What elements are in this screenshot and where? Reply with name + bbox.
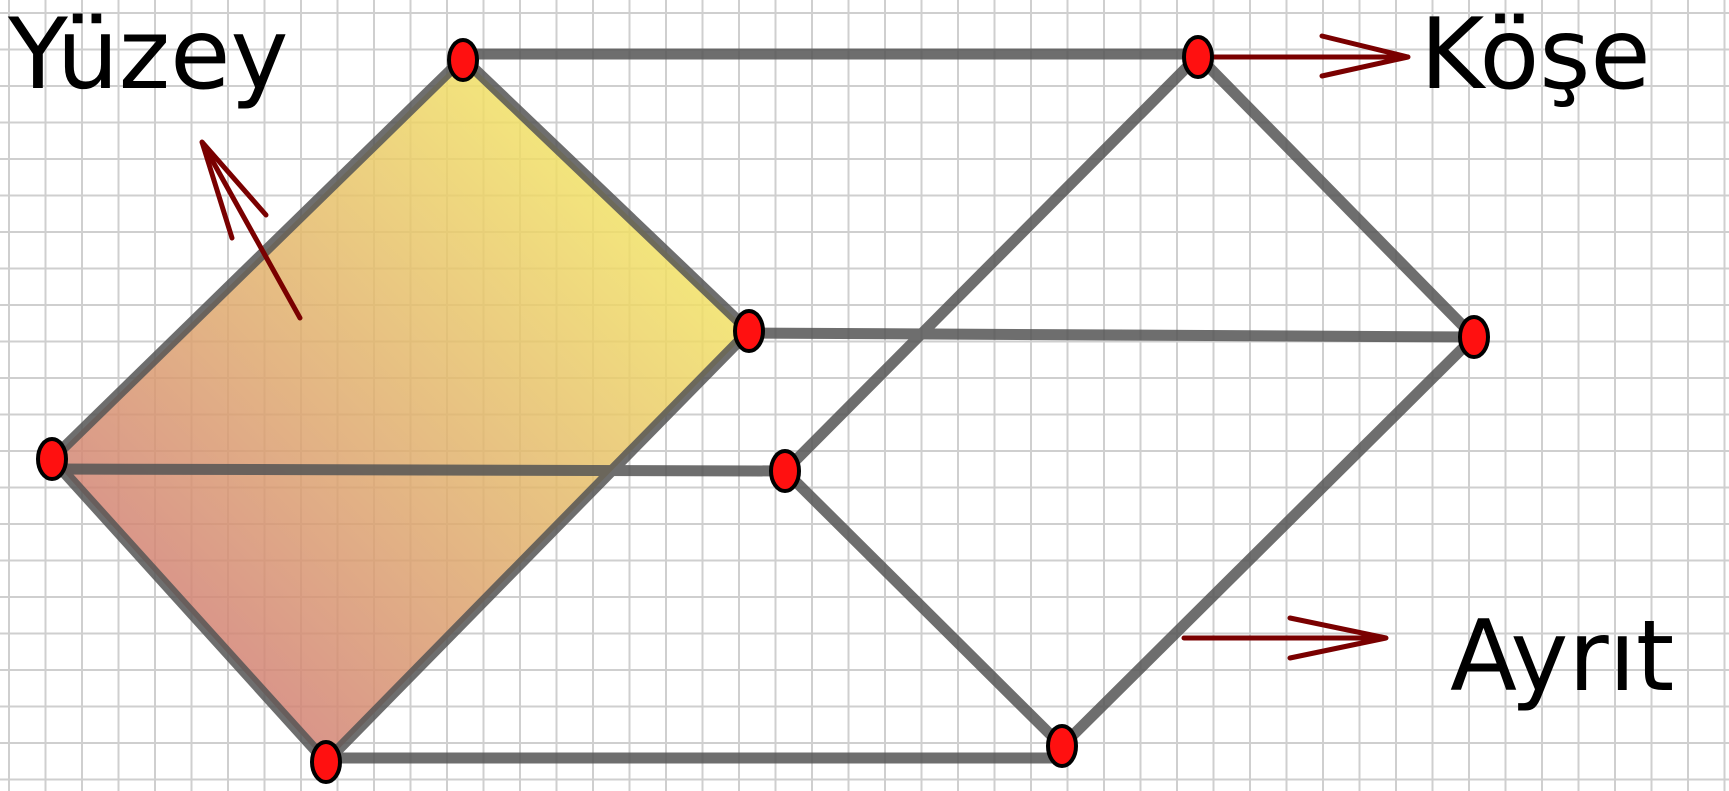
label-edge: Ayrıt (1450, 600, 1675, 714)
edge-back-right-bottom (1056, 331, 1480, 752)
vertex-front-right (733, 309, 765, 353)
arrow-face-head (199, 140, 269, 241)
label-vertex: Köşe (1420, 0, 1651, 112)
arrow-edge-head (1287, 615, 1387, 661)
vertex-back-right (1458, 315, 1490, 359)
label-face: Yüzey (8, 0, 289, 112)
arrow-face-shaft (199, 139, 303, 321)
vertex-front-left (36, 437, 68, 481)
edge-back-bottom-left (779, 465, 1068, 752)
shaded-face (52, 58, 749, 762)
vertex-back-bottom (1046, 724, 1078, 768)
vertex-front-bottom (310, 740, 342, 784)
edge-lateral-right (743, 327, 1480, 343)
edge-lateral-left (46, 463, 791, 477)
edge-front-left-top (46, 52, 469, 465)
vertex-back-left (769, 449, 801, 493)
edge-front-right-bottom (320, 325, 755, 768)
vertex-front-top (447, 38, 479, 82)
arrow-vertex-head (1319, 33, 1409, 79)
edge-front-bottom-left (46, 453, 332, 768)
edge-back-left-top (779, 50, 1204, 477)
edge-back-top-right (1192, 50, 1480, 343)
vertex-back-top (1182, 35, 1214, 79)
edge-front-top-right (457, 52, 755, 337)
